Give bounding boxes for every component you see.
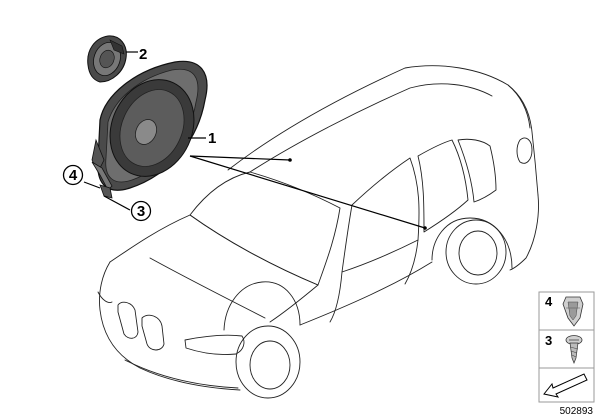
car-outline bbox=[97, 65, 539, 399]
legend-label-4: 4 bbox=[545, 294, 553, 309]
callouts: 2 1 4 3 bbox=[62, 46, 216, 222]
callout-2: 2 bbox=[139, 46, 147, 63]
tweeter-part-2 bbox=[87, 35, 127, 83]
leader-lines bbox=[83, 51, 427, 230]
legend-panel: 4 3 bbox=[538, 291, 595, 403]
screw-icon bbox=[565, 335, 583, 364]
speaker-part-1 bbox=[91, 60, 208, 199]
callout-3-circle bbox=[130, 200, 152, 222]
callout-4: 4 bbox=[69, 167, 78, 184]
diagram-number: 502893 bbox=[560, 406, 594, 417]
clip-nut-icon bbox=[562, 296, 584, 327]
callout-4-circle bbox=[62, 164, 84, 186]
callout-3: 3 bbox=[137, 203, 145, 220]
legend-label-3: 3 bbox=[545, 333, 552, 348]
arrow-symbol-icon bbox=[543, 373, 588, 398]
callout-1: 1 bbox=[208, 130, 216, 147]
